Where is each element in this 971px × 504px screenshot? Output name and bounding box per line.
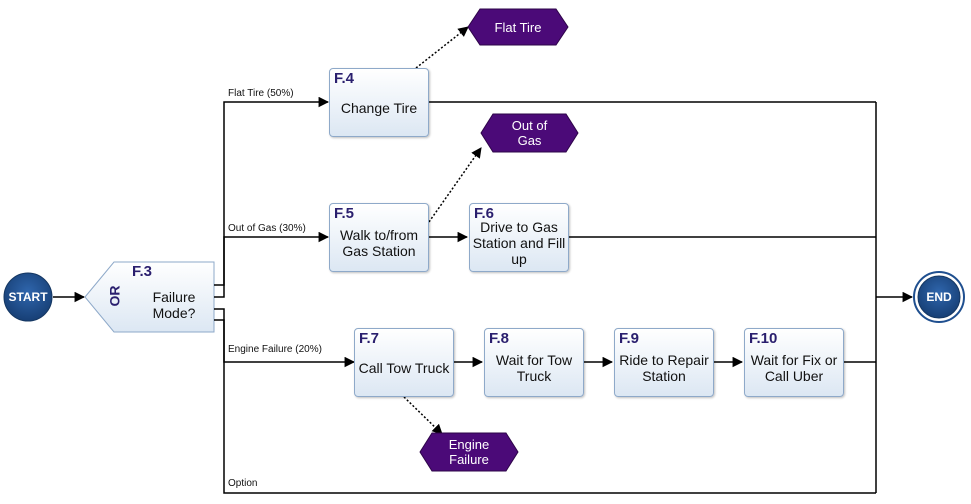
- end-label: END: [926, 290, 952, 304]
- task-f10: F.10 Wait for Fix or Call Uber: [744, 328, 844, 397]
- task-f5: F.5 Walk to/from Gas Station: [329, 203, 429, 272]
- start-node: [3, 272, 53, 322]
- task-id: F.10: [749, 330, 778, 347]
- event-flat-tire: Flat Tire: [494, 19, 542, 35]
- task-text: Ride to Repair Station: [619, 351, 709, 384]
- event-engine-failure-shape: [419, 432, 519, 472]
- event-out-of-gas: Out of Gas: [511, 118, 548, 148]
- task-id: F.5: [334, 205, 355, 222]
- task-id: F.7: [359, 330, 380, 347]
- path-label-out-of-gas: Out of Gas (30%): [228, 223, 306, 234]
- start-label: START: [8, 290, 48, 304]
- gas-event-link: [428, 147, 482, 223]
- or-gate-label: OR: [106, 285, 123, 307]
- task-text: Walk to/from Gas Station: [339, 226, 419, 259]
- task-id: F.8: [489, 330, 510, 347]
- engine-event-link: [403, 396, 443, 435]
- event-flat-tire-shape: [467, 8, 569, 46]
- task-id: F.6: [474, 205, 495, 222]
- task-f7: F.7 Call Tow Truck: [354, 328, 454, 397]
- decision-id: F.3: [132, 263, 153, 280]
- task-f8: F.8 Wait for Tow Truck: [484, 328, 584, 397]
- task-id: F.4: [334, 70, 355, 87]
- task-text: Change Tire: [340, 99, 418, 116]
- path-label-engine-failure: Engine Failure (20%): [228, 344, 322, 355]
- option-branch-line: [214, 319, 876, 494]
- path-label-flat-tire: Flat Tire (50%): [228, 88, 294, 99]
- task-text: Wait for Fix or Call Uber: [750, 351, 838, 384]
- task-text: Drive to Gas Station and Fill up: [472, 218, 566, 267]
- task-text: Call Tow Truck: [358, 359, 450, 376]
- event-engine-failure: Engine Failure: [448, 437, 490, 467]
- path-label-option: Option: [228, 478, 258, 489]
- task-text: Wait for Tow Truck: [495, 351, 573, 384]
- task-f6: F.6 Drive to Gas Station and Fill up: [469, 203, 569, 272]
- end-node: [917, 275, 961, 319]
- decision-text: Failure Mode?: [152, 289, 196, 321]
- event-out-of-gas-shape: [480, 113, 579, 153]
- gas-branch-line: [214, 231, 330, 298]
- flat-event-link: [415, 26, 469, 69]
- task-id: F.9: [619, 330, 640, 347]
- task-f9: F.9 Ride to Repair Station: [614, 328, 714, 397]
- flat-branch-line: [214, 96, 330, 286]
- task-f4: F.4 Change Tire: [329, 68, 429, 137]
